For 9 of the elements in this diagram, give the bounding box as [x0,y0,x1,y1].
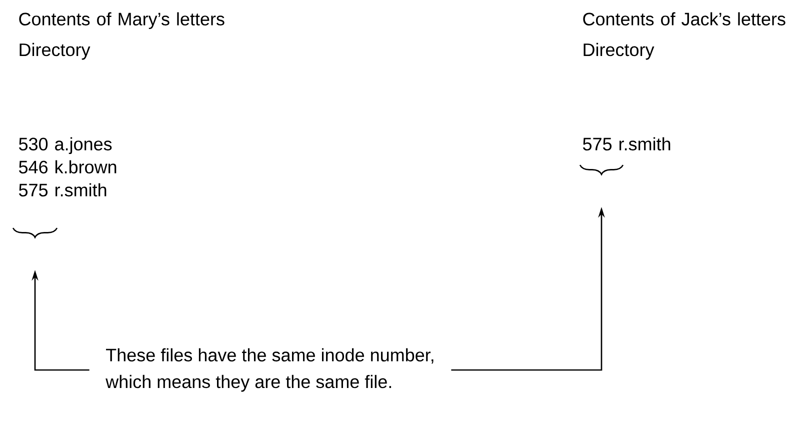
directory-entry: 530 a.jones [19,137,112,154]
directory-entry: 575 r.smith [19,183,106,196]
brace-drawing [12,228,58,238]
directory-entry: 546 k.brown [19,160,116,174]
brace-drawing [579,164,624,175]
heading: Contents of Mary’s letters Directory [19,12,224,60]
note-text: These files have the same inode number, which means they are the same file. [106,348,434,392]
directory-entry: 575 r.smith [582,137,670,150]
heading: Contents of Jack’s letters Directory [583,12,786,60]
